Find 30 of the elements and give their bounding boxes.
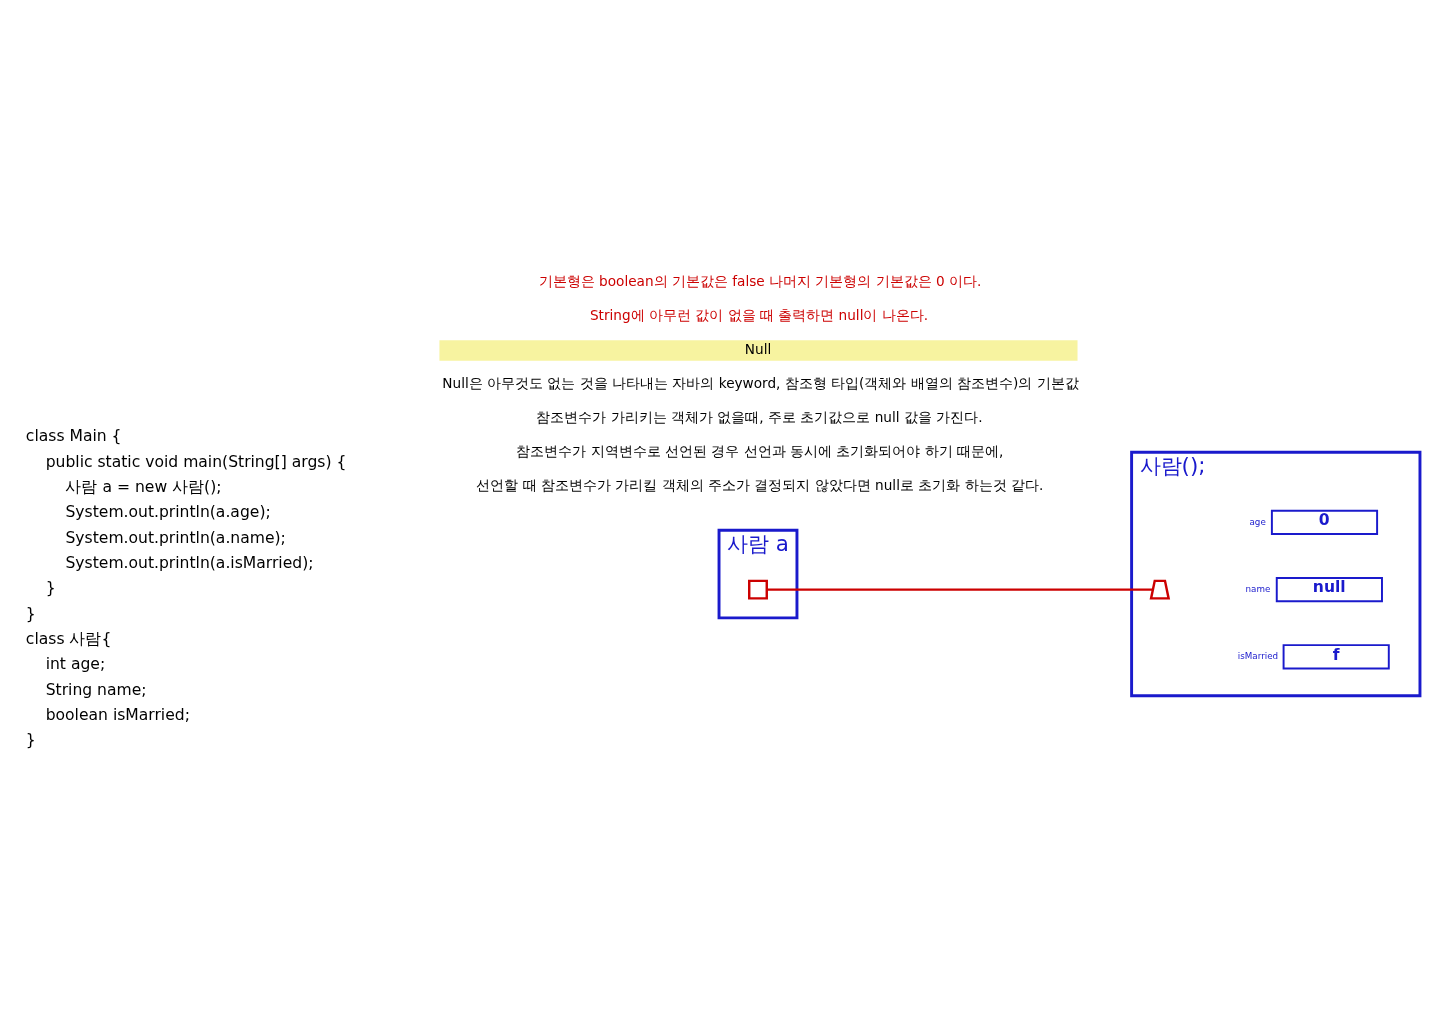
label: 사람 a = new 사람(); <box>65 478 222 496</box>
label: 선언할 때 참조변수가 가리킬 객체의 주소가 결정되지 않았다면 null로 초기화 하는것 같다. <box>476 477 1044 494</box>
node-box: 0 <box>1270 509 1379 536</box>
node-label: name <box>1245 583 1271 594</box>
label: String name; <box>45 680 147 699</box>
connector <box>766 588 1153 591</box>
node-box <box>748 579 768 600</box>
node-box: null <box>1275 576 1383 603</box>
label: String에 아무런 값이 없을 때 출력하면 null이 나온다. <box>589 306 929 323</box>
node-label: isMarried <box>1237 650 1279 661</box>
label: 기본형은 boolean의 기본값은 false 나머지 기본형의 기본값은 0 이다. <box>538 272 982 289</box>
node-trapezium <box>1149 579 1171 600</box>
label: System.out.println(a.age); <box>65 503 271 522</box>
label: } <box>25 604 36 623</box>
label: int age; <box>45 655 106 674</box>
label: Null은 아무것도 없는 것을 나타내는 자바의 keyword, 참조형 타입(객체와 배열의 참조변수)의 기본값 <box>442 375 1079 392</box>
label: 참조변수가 지역변수로 선언된 경우 선언과 동시에 초기화되어야 하기 때문에, <box>516 443 1004 460</box>
node-label: age <box>1249 516 1266 527</box>
label: System.out.println(a.isMarried); <box>65 553 314 572</box>
label: 참조변수가 가리키는 객체가 없을때, 주로 초기값으로 null 값을 가진다. <box>536 409 983 426</box>
label: public static void main(String[] args) { <box>45 452 347 471</box>
label: } <box>45 579 56 598</box>
label: boolean isMarried; <box>45 705 190 724</box>
label: class Main { <box>25 427 122 446</box>
cluster: 사람 a <box>717 528 799 620</box>
node-box: f <box>1282 644 1390 670</box>
label: System.out.println(a.name); <box>65 528 286 547</box>
label: } <box>25 731 36 750</box>
label: Null <box>744 341 772 358</box>
label: class 사람{ <box>25 629 112 648</box>
